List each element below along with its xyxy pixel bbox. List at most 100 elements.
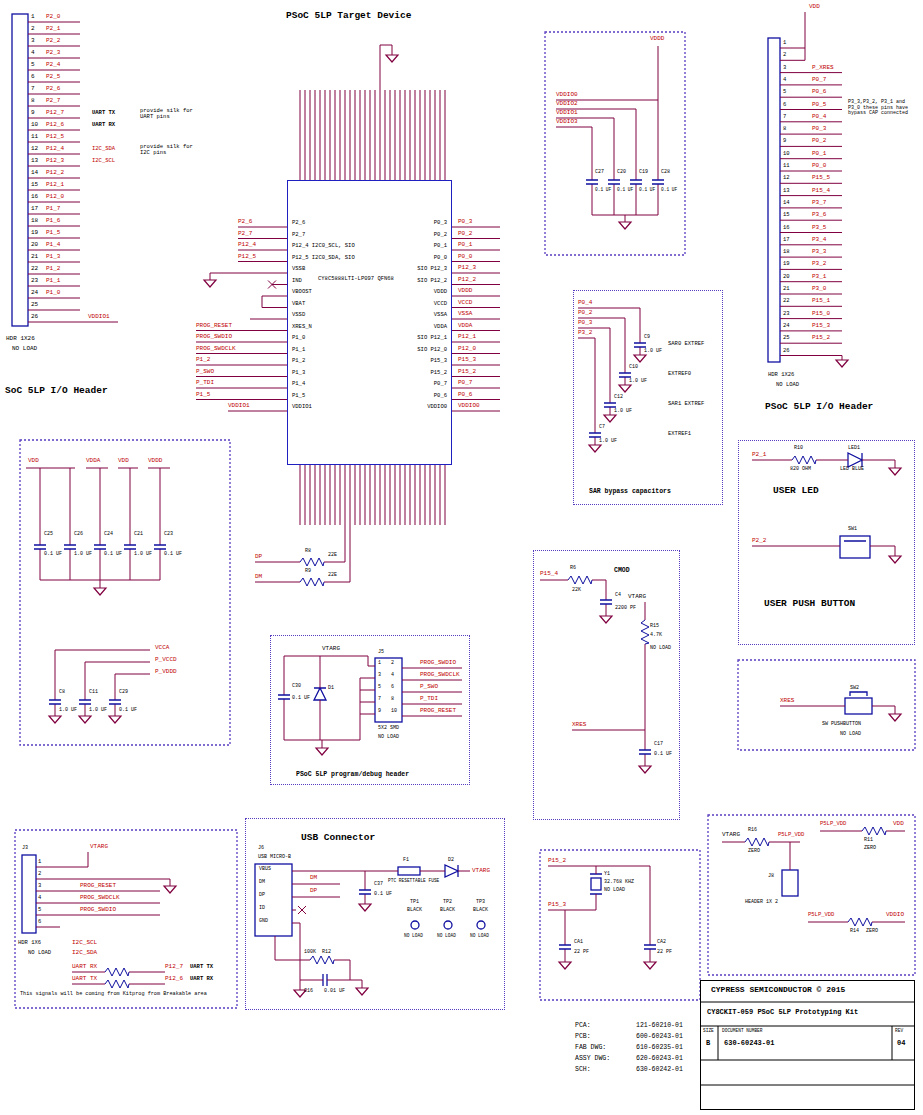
part-symbol <box>79 700 91 704</box>
part-label: IND <box>292 278 302 284</box>
part-symbol <box>79 716 91 723</box>
component-body <box>840 536 870 558</box>
wire <box>284 656 462 748</box>
part-label: 25 <box>31 302 38 309</box>
net-label: P0_7 <box>458 380 472 387</box>
component-body <box>375 658 402 722</box>
net-label: P1_4 <box>46 242 60 249</box>
part-label: C24 <box>104 532 113 538</box>
part-label: C7 <box>599 425 605 431</box>
component-body <box>255 864 292 936</box>
part-symbol <box>94 545 106 549</box>
part-label: 14 <box>31 170 38 177</box>
part-label: D1 <box>328 686 334 692</box>
part-label: 3 <box>31 38 35 45</box>
net-label: P12_4 <box>46 146 64 153</box>
part-label: R15 <box>650 624 659 630</box>
part-symbol <box>204 280 216 287</box>
wire <box>196 227 287 411</box>
part-symbol <box>836 360 848 367</box>
part-label: UART RX <box>92 122 115 128</box>
part-label: 1.0 UF <box>629 379 647 385</box>
part-symbol <box>634 355 646 362</box>
part-label: P1_1 <box>292 347 305 353</box>
part-symbol <box>639 750 651 754</box>
part-label: VTARG <box>628 594 646 601</box>
part-label: NO LOAD <box>28 950 51 956</box>
part-symbol <box>608 180 620 184</box>
part-label: 13 <box>31 158 38 165</box>
part-label: C19 <box>639 170 648 176</box>
net-label: DP <box>310 888 317 895</box>
ic-package: PSoC 5LP Target DeviceCY8C5888LTI-LP097 … <box>287 180 452 465</box>
part-label: PTC RESETTABLE FUSE <box>388 879 439 884</box>
part-label: P1_4 <box>292 381 305 387</box>
part-label: 17 <box>31 206 38 213</box>
title-block-rule <box>700 1002 915 1085</box>
part-label: BLACK <box>473 908 488 914</box>
part-label: 0.1 UF <box>617 188 633 193</box>
net-label: VDDA <box>86 458 100 465</box>
part-label: 2 <box>783 52 786 58</box>
part-label: VBUS <box>259 867 271 873</box>
net-label: VCCD <box>458 300 472 307</box>
net-label: P15_2 <box>548 858 566 865</box>
part-label: R12 <box>322 950 331 956</box>
part-label: 1 <box>38 859 41 865</box>
part-label: C26 <box>74 532 83 538</box>
net-label: P0_2 <box>578 310 592 317</box>
net-label: P12_3 <box>458 265 476 272</box>
part-label: 0.1 UF <box>292 696 310 702</box>
section-title: SoC 5LP I/O Header <box>5 386 108 396</box>
net-label: P3_2 <box>812 261 826 268</box>
part-label: 0.1 UF <box>595 188 611 193</box>
part-label: 3 <box>378 673 381 679</box>
dotted-section <box>708 815 915 975</box>
component-body <box>314 453 867 986</box>
part-label: 6 <box>31 74 35 81</box>
header-title: SoC 5LP I/O Header <box>3 384 193 400</box>
part-symbol <box>359 904 371 911</box>
part-symbol <box>889 556 901 563</box>
part-label: R9 <box>305 569 311 575</box>
net-label: P15_4 <box>540 571 558 578</box>
part-label: 1 <box>378 661 381 667</box>
wire <box>255 525 350 582</box>
part-label: 620-60243-01 <box>636 1055 683 1062</box>
part-symbol <box>124 545 136 549</box>
part-label: C20 <box>617 170 626 176</box>
part-label: R16 <box>748 828 757 834</box>
part-label: 0.1 UF <box>639 188 655 193</box>
net-label: PROG_SWDIO <box>80 907 116 914</box>
part-label: 17 <box>783 237 790 243</box>
section-title: PSoC 5LP program/debug header <box>296 771 409 778</box>
net-label: P0_3 <box>812 126 826 133</box>
part-label: NO LOAD <box>437 934 456 939</box>
part-label: SIO P12_3 <box>417 266 447 272</box>
part-label: 1.0 UF <box>644 349 662 355</box>
wire <box>540 580 645 766</box>
dotted-section <box>15 830 237 1008</box>
net-label: VDD <box>28 458 39 465</box>
part-label: provide silk for I2C pins <box>140 144 202 156</box>
net-label: DP <box>255 554 262 561</box>
part-label: NO LOAD <box>404 934 423 939</box>
net-label: P15_3 <box>812 323 830 330</box>
net-label: P2_0 <box>46 14 60 21</box>
part-label: C25 <box>44 532 53 538</box>
part-label: VCCD <box>434 301 447 307</box>
part-label: VDDIO0 <box>427 404 447 410</box>
part-label: SIZE <box>703 1029 714 1034</box>
part-label: USB MICRO-B <box>258 855 291 861</box>
part-label: C23 <box>164 532 173 538</box>
part-symbol <box>604 415 616 422</box>
part-label: P0_3 <box>434 220 447 226</box>
part-symbol <box>64 545 76 549</box>
net-label: XRES <box>572 722 586 729</box>
part-label: NO LOAD <box>12 346 37 353</box>
part-label: 22 PF <box>574 950 589 956</box>
net-label: P1_5 <box>46 230 60 237</box>
part-label: 25 <box>783 335 790 341</box>
net-label: P_VCCD <box>155 657 177 664</box>
net-label: VDDIO0 <box>556 92 578 99</box>
